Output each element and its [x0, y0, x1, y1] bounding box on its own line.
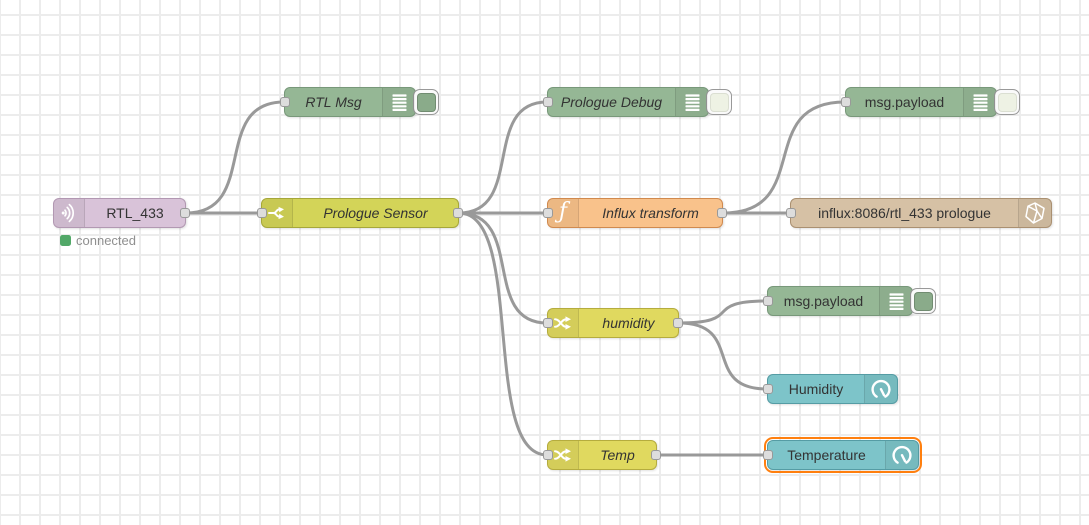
- node-humgauge[interactable]: Humidity: [763, 374, 898, 404]
- input-port[interactable]: [841, 97, 851, 107]
- status-text: connected: [76, 233, 136, 248]
- input-port[interactable]: [543, 208, 553, 218]
- node-msgpayload1[interactable]: msg.payload: [841, 87, 1020, 117]
- input-port[interactable]: [543, 318, 553, 328]
- debug-toggle-state: [997, 92, 1017, 112]
- node-label: Prologue Debug: [560, 94, 663, 110]
- wire-humidity-to-msgpayload2[interactable]: [677, 299, 769, 325]
- node-label: Humidity: [788, 381, 844, 397]
- input-port[interactable]: [763, 296, 773, 306]
- input-port[interactable]: [763, 384, 773, 394]
- node-label: humidity: [602, 315, 655, 331]
- function-icon: ƒ: [548, 199, 579, 227]
- influxdb-icon: [1018, 199, 1051, 227]
- gauge-icon: [885, 441, 918, 469]
- switch-icon: [262, 199, 293, 227]
- node-label: msg.payload: [864, 94, 945, 110]
- debug-toggle-button[interactable]: [413, 89, 439, 115]
- output-port[interactable]: [453, 208, 463, 218]
- node-label: Temperature: [787, 447, 866, 463]
- output-port[interactable]: [717, 208, 727, 218]
- wire-prologue-to-humidity[interactable]: [457, 211, 549, 325]
- node-influxout[interactable]: influx:8086/rtl_433 prologue: [786, 198, 1052, 228]
- input-port[interactable]: [257, 208, 267, 218]
- node-tempgauge[interactable]: Temperature: [763, 437, 922, 473]
- debug-toggle-button[interactable]: [910, 288, 936, 314]
- input-port[interactable]: [786, 208, 796, 218]
- node-humidity[interactable]: humidity: [543, 308, 683, 338]
- debug-toggle-button[interactable]: [994, 89, 1020, 115]
- antenna-icon: [54, 199, 85, 227]
- wire-prologue-to-prologuedebug[interactable]: [457, 100, 549, 215]
- node-status: connected: [60, 233, 136, 248]
- debug-icon: [879, 287, 912, 315]
- node-label: influx:8086/rtl_433 prologue: [818, 205, 991, 221]
- node-temp[interactable]: Temp: [543, 440, 661, 470]
- output-port[interactable]: [673, 318, 683, 328]
- debug-icon: [963, 88, 996, 116]
- change-icon: [548, 441, 579, 469]
- node-label: Prologue Sensor: [323, 205, 428, 221]
- wire-rtl433-to-rtlmsg[interactable]: [184, 100, 286, 215]
- input-port[interactable]: [543, 97, 553, 107]
- wire-prologue-to-temp[interactable]: [457, 211, 549, 457]
- node-label: RTL_433: [106, 205, 164, 221]
- output-port[interactable]: [180, 208, 190, 218]
- change-icon: [548, 309, 579, 337]
- node-label: Influx transform: [602, 205, 699, 221]
- status-dot-icon: [60, 235, 71, 246]
- wire-humidity-to-humgauge[interactable]: [677, 321, 769, 391]
- node-prologue[interactable]: Prologue Sensor: [257, 198, 463, 228]
- node-rtl433[interactable]: RTL_433 connected: [53, 198, 190, 248]
- node-msgpayload2[interactable]: msg.payload: [763, 286, 936, 316]
- node-prologuedebug[interactable]: Prologue Debug: [543, 87, 732, 117]
- input-port[interactable]: [543, 450, 553, 460]
- output-port[interactable]: [651, 450, 661, 460]
- node-rtlmsg[interactable]: RTL Msg: [280, 87, 439, 117]
- gauge-icon: [864, 375, 897, 403]
- node-influxtransform[interactable]: ƒ Influx transform: [543, 198, 727, 228]
- node-label: RTL Msg: [305, 94, 362, 110]
- debug-toggle-state: [709, 92, 729, 112]
- debug-toggle-state: [416, 92, 436, 112]
- wire-influxtransform-to-msgpayload1[interactable]: [721, 100, 847, 215]
- input-port[interactable]: [280, 97, 290, 107]
- input-port[interactable]: [763, 450, 773, 460]
- debug-toggle-button[interactable]: [706, 89, 732, 115]
- debug-icon: [382, 88, 415, 116]
- node-label: msg.payload: [783, 293, 864, 309]
- debug-icon: [675, 88, 708, 116]
- debug-toggle-state: [913, 291, 933, 311]
- node-label: Temp: [600, 447, 635, 463]
